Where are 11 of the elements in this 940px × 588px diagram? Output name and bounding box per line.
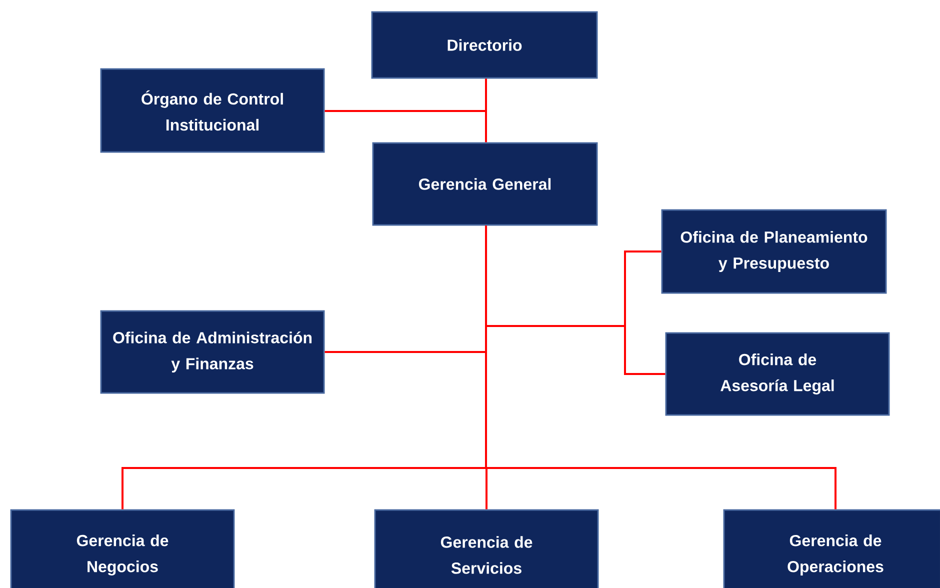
org-box: Órgano de Control Institucional xyxy=(100,68,325,153)
org-box: Oficina de Administración y Finanzas xyxy=(100,310,325,394)
org-box: Directorio xyxy=(371,11,598,79)
connector-line xyxy=(324,78,487,112)
org-box: Gerencia de Servicios xyxy=(374,509,599,588)
org-box: Oficina de Planeamiento y Presupuesto xyxy=(661,209,887,294)
org-box: Gerencia de Operaciones xyxy=(723,509,940,588)
org-box: Gerencia General xyxy=(372,142,598,226)
org-box: Oficina de Asesoría Legal xyxy=(665,332,890,416)
org-box: Gerencia de Negocios xyxy=(10,509,235,588)
connector-line xyxy=(485,226,836,510)
